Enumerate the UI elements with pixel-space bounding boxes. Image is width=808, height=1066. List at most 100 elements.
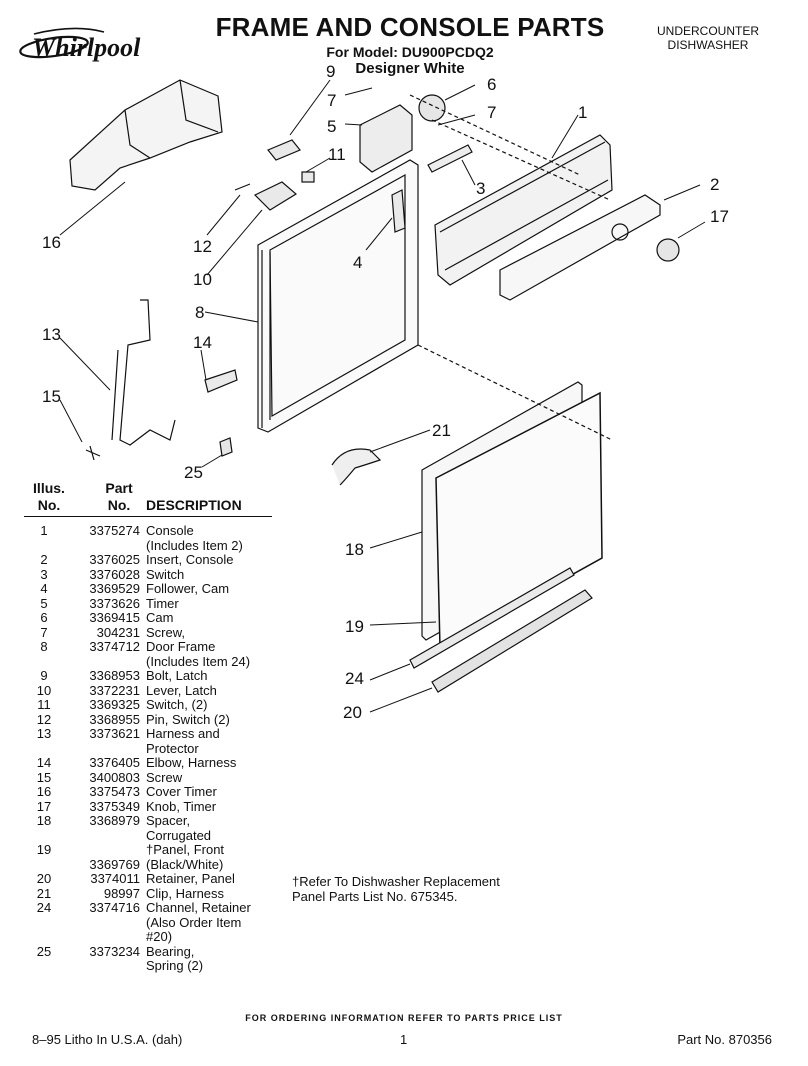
part-number: 3375349 [89, 798, 140, 814]
illus-number: 16 [36, 784, 52, 799]
description-line: Cam [146, 610, 174, 625]
illus-number: 8 [40, 639, 48, 654]
description-line: Channel, Retainer [146, 900, 251, 915]
part-description: †Panel, Front(Black/White) [146, 842, 284, 872]
whirlpool-logo: Whirlpool [19, 27, 141, 62]
harness-part [111, 299, 176, 446]
model-number: For Model: DU900PCDQ2 [326, 44, 494, 60]
illus-number: 15 [36, 769, 52, 785]
front-panel-part [435, 391, 603, 650]
part-number: 3369325 [89, 697, 140, 712]
bearing-part [219, 437, 233, 457]
part-number: 3373621 [89, 726, 140, 741]
part-description: Switch [146, 566, 284, 583]
illus-number: 25 [36, 943, 52, 959]
replacement-note: †Refer To Dishwasher Replacement Panel P… [292, 874, 500, 904]
callout-label: 9 [326, 62, 335, 81]
callout-label: 21 [432, 421, 451, 440]
description-line: Timer [146, 595, 179, 611]
part-number: 3400803 [89, 769, 140, 785]
part-header: Part No. [92, 480, 146, 514]
callout-label: 1 [578, 103, 587, 122]
description-line: Elbow, Harness [146, 755, 237, 770]
header-line: Part [105, 480, 133, 496]
product-category: UNDERCOUNTER DISHWASHER [648, 24, 768, 52]
illus-number: 24 [36, 900, 52, 915]
part-description: Cover Timer [146, 784, 284, 800]
part-number: 98997 [103, 885, 140, 901]
part-description: Screw [146, 769, 284, 786]
part-description: Elbow, Harness [146, 755, 284, 771]
timer-cover-part [69, 79, 223, 191]
console-insert-part [499, 194, 661, 301]
part-description: Spacer,Corrugated [146, 813, 284, 843]
callout-label: 6 [487, 75, 496, 94]
illus-number: 11 [37, 697, 51, 712]
illus-number: 18 [36, 813, 52, 828]
latch-bolt-part [267, 139, 301, 161]
latch-lever-part [253, 181, 298, 211]
illus-number: 7 [40, 624, 48, 640]
description-line: Follower, Cam [146, 581, 230, 596]
callout-label: 14 [193, 333, 212, 352]
illus-number: 13 [36, 726, 52, 741]
part-description: Pin, Switch (2) [146, 711, 284, 728]
illus-number: 1 [40, 523, 48, 538]
header-line: No. [37, 497, 61, 513]
description-line: Switch [146, 566, 185, 582]
callout-label: 2 [710, 175, 719, 194]
illus-number: 20 [36, 871, 52, 886]
table-row: 15 3400803 Screw [24, 769, 284, 786]
description-line: (Includes Item 2) [146, 537, 243, 553]
callout-label: 3 [476, 179, 485, 198]
description-line: Retainer, Panel [146, 871, 235, 886]
part-number: 3368953 [89, 668, 140, 683]
description-line: Console [146, 523, 194, 538]
description-line: Pin, Switch (2) [146, 711, 230, 727]
part-number: 3375274 [89, 523, 140, 538]
console-part [434, 134, 613, 286]
part-description: Insert, Console [146, 552, 284, 568]
description-line: Lever, Latch [146, 682, 217, 698]
table-row: 8 3374712 Door Frame(Includes Item 24) [24, 639, 284, 669]
illus-number: 4 [40, 581, 48, 596]
description-line: (Also Order Item [146, 914, 242, 930]
description-line: Bearing, [146, 943, 195, 959]
part-number: 3374712 [89, 639, 140, 654]
part-number: 3368979 [89, 813, 140, 828]
callout-label: 8 [195, 303, 204, 322]
callout-label: 20 [343, 703, 362, 722]
part-number: 304231 [96, 624, 140, 640]
page-title: FRAME AND CONSOLE PARTS [215, 12, 605, 42]
description-line: Screw [146, 769, 183, 785]
description-line: Corrugated [146, 827, 212, 843]
callout-label: 10 [193, 270, 212, 289]
category-line: UNDERCOUNTER [657, 24, 759, 38]
description-line: Knob, Timer [146, 798, 217, 814]
panel-retainer-part [431, 589, 593, 693]
part-number: 3369769 [89, 856, 140, 872]
part-description: Knob, Timer [146, 798, 284, 815]
description-line: Spring (2) [146, 958, 204, 973]
part-description: Door Frame(Includes Item 24) [146, 639, 284, 669]
part-description: Timer [146, 595, 284, 612]
description-line: Insert, Console [146, 552, 234, 567]
harness-clip-part [331, 448, 382, 486]
callout-label: 7 [487, 103, 496, 122]
description-line: Door Frame [146, 639, 216, 654]
